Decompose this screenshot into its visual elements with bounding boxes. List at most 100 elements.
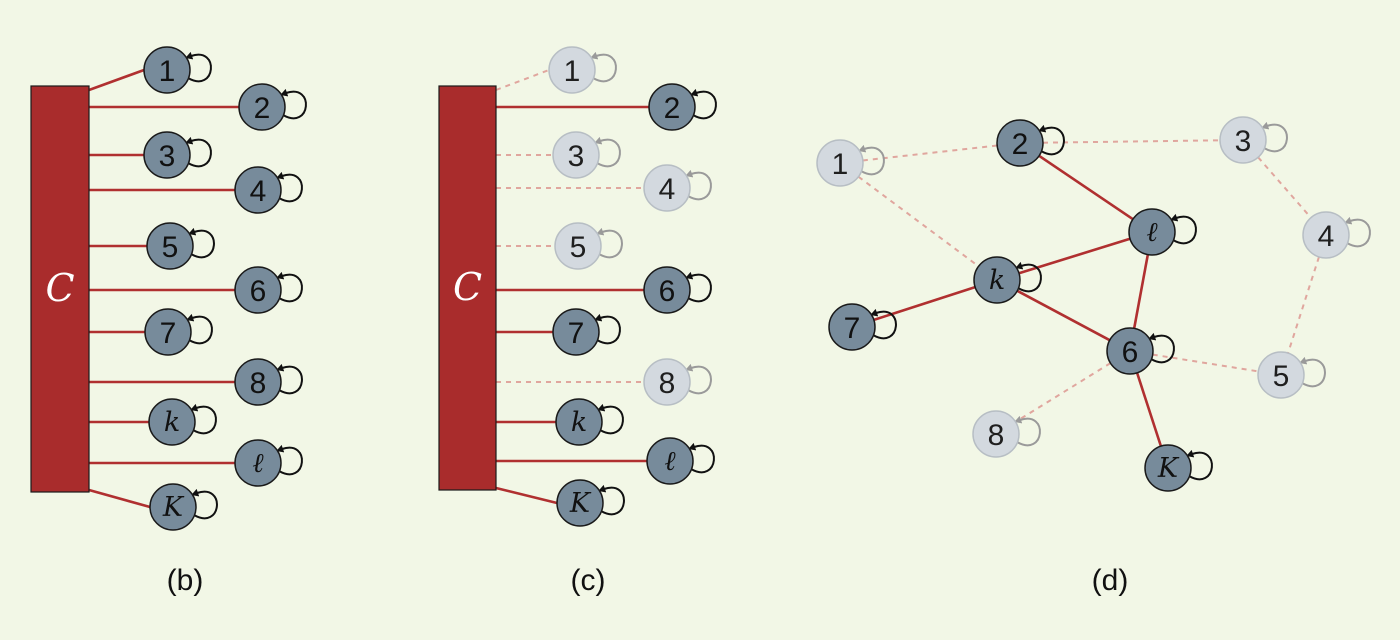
self-loop-arrow <box>191 488 218 520</box>
edge-solid <box>88 68 145 92</box>
node-circle <box>234 358 282 406</box>
node-2: 2 <box>648 83 717 131</box>
node-label: 1 <box>159 55 176 88</box>
caption-b: (b) <box>167 564 204 597</box>
node-label: 2 <box>1012 128 1029 161</box>
node-circle <box>143 46 191 94</box>
self-loop-arrow <box>1148 332 1175 364</box>
node-4: 4 <box>643 164 712 212</box>
node-6: 6 <box>643 266 712 314</box>
node-k: k <box>148 398 217 446</box>
node-label: K <box>569 488 592 519</box>
caption-d: (d) <box>1092 564 1129 597</box>
node-label: ℓ <box>664 446 676 477</box>
node-4: 4 <box>1302 211 1371 259</box>
edge-solid <box>495 486 558 505</box>
node-circle <box>146 222 194 270</box>
self-loop-arrow <box>594 136 621 168</box>
node-label: K <box>1157 453 1180 484</box>
node-ell: ℓ <box>1128 208 1197 256</box>
node-k: k <box>973 256 1042 304</box>
node-K-upper: K <box>1144 444 1213 492</box>
node-label: 4 <box>659 173 676 206</box>
node-label: 1 <box>564 55 581 88</box>
node-label: k <box>164 407 180 438</box>
edge-solid <box>1132 254 1150 329</box>
edge-solid <box>873 285 976 322</box>
self-loop-arrow <box>590 51 617 83</box>
node-label: 2 <box>254 92 271 125</box>
node-6: 6 <box>1106 327 1175 375</box>
node-k: k <box>555 398 624 446</box>
central-bar-C <box>438 85 497 491</box>
node-label: k <box>571 407 587 438</box>
node-1: 1 <box>816 139 885 187</box>
node-4: 4 <box>234 166 303 214</box>
node-ell: ℓ <box>234 439 303 487</box>
node-label: 7 <box>160 317 177 350</box>
self-loop-arrow <box>685 169 712 201</box>
self-loop-arrow <box>185 51 212 83</box>
node-circle <box>1128 208 1176 256</box>
self-loop-arrow <box>688 442 715 474</box>
node-circle <box>234 166 282 214</box>
self-loop-arrow <box>597 403 624 435</box>
node-label: 6 <box>659 275 676 308</box>
node-label: 3 <box>568 140 585 173</box>
node-5: 5 <box>146 222 215 270</box>
node-circle <box>648 83 696 131</box>
node-label: K <box>162 492 185 523</box>
node-label: 5 <box>162 231 179 264</box>
node-1: 1 <box>548 46 617 94</box>
node-label: 4 <box>1318 220 1335 253</box>
edge-dashed <box>1042 139 1221 144</box>
node-K-upper: K <box>149 483 218 531</box>
node-circle <box>552 308 600 356</box>
node-circle <box>1219 116 1267 164</box>
self-loop-arrow <box>188 227 215 259</box>
edge-dashed <box>1257 156 1312 219</box>
node-3: 3 <box>552 131 621 179</box>
node-label: ℓ <box>252 448 264 479</box>
node-circle <box>646 437 694 485</box>
node-1: 1 <box>143 46 212 94</box>
node-K-upper: K <box>556 479 625 527</box>
node-ell: ℓ <box>646 437 715 485</box>
self-loop-arrow <box>276 171 303 203</box>
node-label: 8 <box>250 367 267 400</box>
node-3: 3 <box>143 131 212 179</box>
edge-dashed <box>1015 362 1111 423</box>
node-circle <box>548 46 596 94</box>
node-circle <box>1106 327 1154 375</box>
node-2: 2 <box>996 119 1065 167</box>
bar-label-C: C <box>45 266 74 310</box>
node-circle <box>828 303 876 351</box>
self-loop-arrow <box>1186 449 1213 481</box>
self-loop-arrow <box>594 313 621 345</box>
self-loop-arrow <box>1014 415 1041 447</box>
self-loop-arrow <box>1299 356 1326 388</box>
node-7: 7 <box>552 308 621 356</box>
node-circle <box>1144 444 1192 492</box>
edge-solid <box>1018 237 1131 275</box>
node-circle <box>973 256 1021 304</box>
node-label: 2 <box>664 92 681 125</box>
node-circle <box>234 266 282 314</box>
node-8: 8 <box>643 358 712 406</box>
self-loop-arrow <box>276 271 303 303</box>
self-loop-arrow <box>276 444 303 476</box>
node-8: 8 <box>234 358 303 406</box>
node-circle <box>149 483 197 531</box>
edge-dashed <box>857 175 980 268</box>
node-label: 1 <box>832 148 849 181</box>
edge-dashed <box>862 144 998 162</box>
edge-solid <box>1135 372 1163 447</box>
edge-dashed <box>495 69 550 91</box>
central-bar-C <box>30 85 90 493</box>
node-6: 6 <box>234 266 303 314</box>
node-7: 7 <box>828 303 897 351</box>
node-2: 2 <box>238 83 307 131</box>
node-label: 3 <box>159 140 176 173</box>
